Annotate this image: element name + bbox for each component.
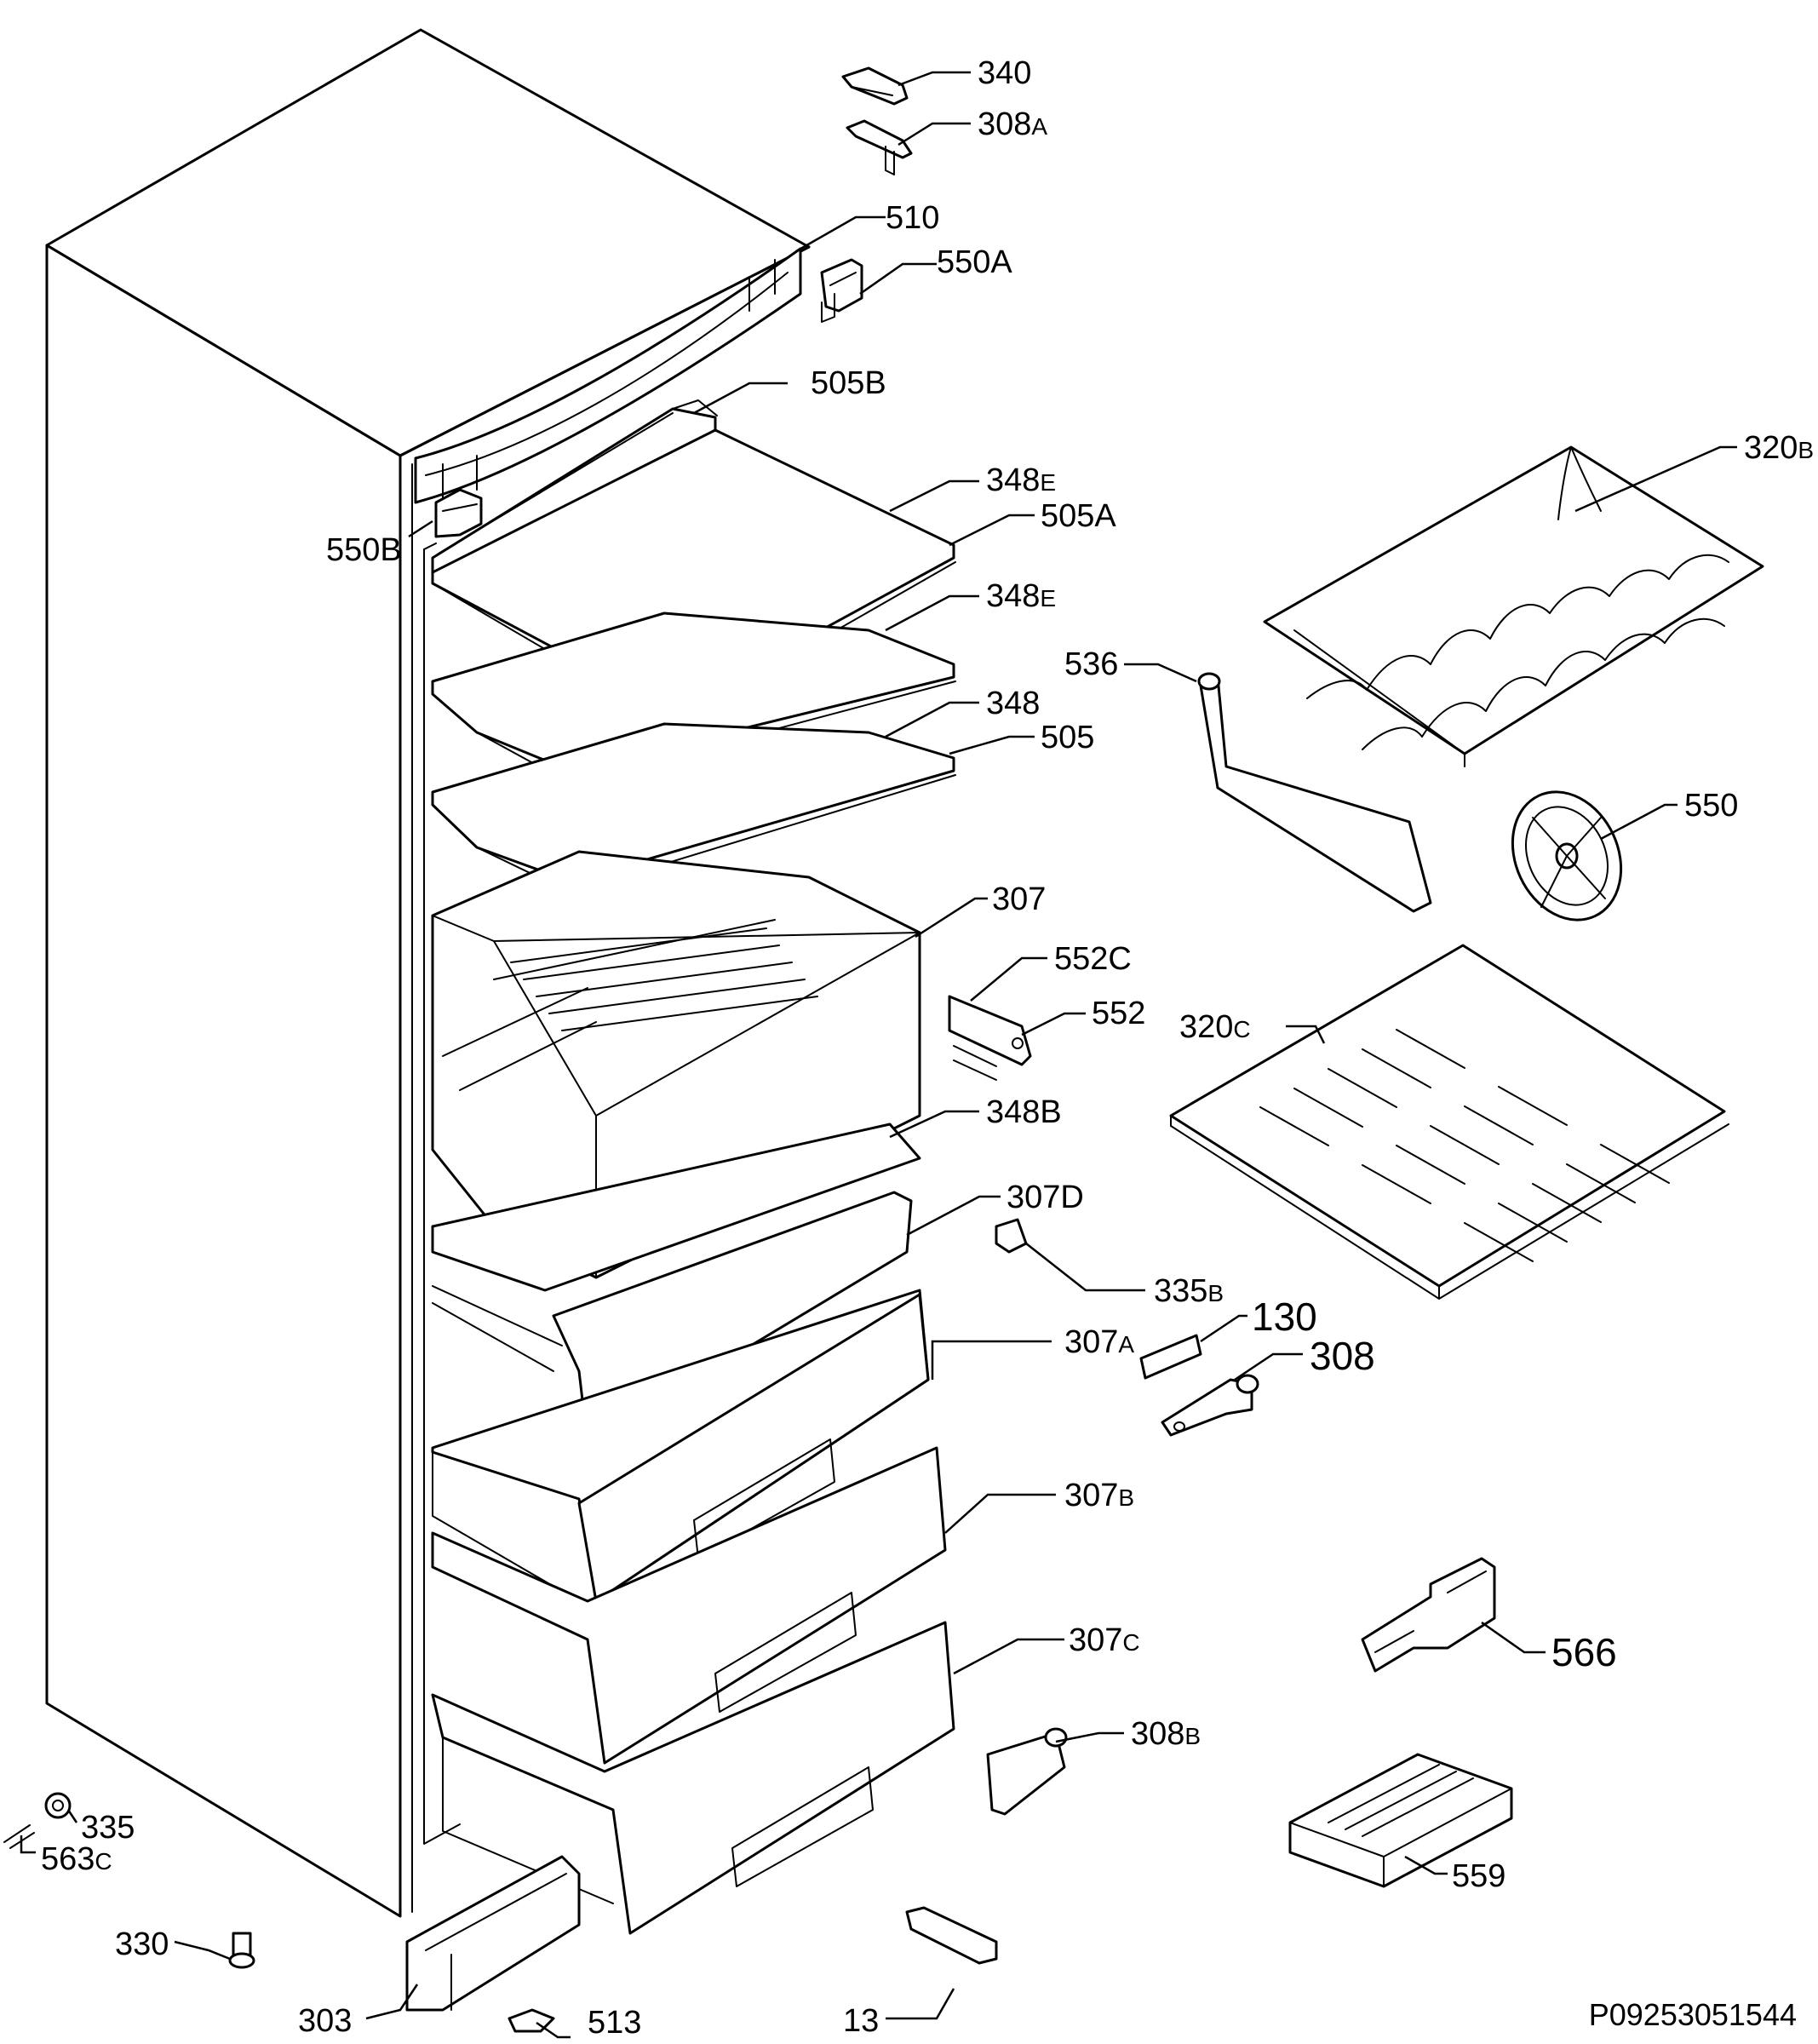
part-340-hinge-cover: [841, 66, 909, 106]
label-348E-mid: 348E: [986, 578, 1056, 614]
label-130: 130: [1252, 1295, 1317, 1339]
label-550: 550: [1684, 788, 1738, 824]
label-563C: 563C: [41, 1841, 112, 1877]
part-510-handle: [414, 247, 802, 504]
label-307A: 307A: [1064, 1324, 1134, 1360]
leader-lines: [20, 71, 1737, 2039]
label-320C: 320C: [1179, 1009, 1251, 1045]
label-552: 552: [1092, 996, 1145, 1031]
part-308A-top-hinge: [846, 119, 913, 175]
cabinet-body: [45, 28, 811, 1918]
label-307D: 307D: [1006, 1180, 1084, 1215]
part-559-ice-tray: [1288, 1753, 1513, 1888]
part-320B-bottle-rack: [1263, 445, 1764, 767]
part-348-505-glass-shelf: [431, 722, 956, 893]
part-labels: 340 308A 510 550A 505B 348E 550B 505A 34…: [41, 55, 1814, 2041]
label-308: 308: [1310, 1334, 1375, 1378]
label-335B: 335B: [1154, 1273, 1224, 1309]
part-563C-pin: [3, 1824, 35, 1849]
label-13: 13: [843, 2003, 879, 2039]
label-303: 303: [298, 2003, 352, 2039]
label-330: 330: [115, 1926, 169, 1962]
part-348B-glass-cover: [431, 1122, 921, 1292]
label-510: 510: [886, 200, 939, 236]
label-505: 505: [1041, 720, 1094, 755]
part-320C-tray: [1169, 944, 1729, 1300]
part-13-bracket: [905, 1906, 998, 1965]
label-552C: 552C: [1054, 941, 1132, 977]
label-513: 513: [588, 2005, 641, 2041]
label-348: 348: [986, 686, 1040, 721]
label-335: 335: [81, 1810, 135, 1846]
tray-slots: [1259, 1029, 1670, 1262]
part-536-divider: [1197, 672, 1432, 913]
label-308A: 308A: [978, 106, 1047, 142]
part-550A-hinge-cover: [820, 258, 863, 323]
label-348E-top: 348E: [986, 462, 1056, 498]
part-552-rail: [948, 995, 1032, 1081]
label-505B: 505B: [811, 365, 886, 401]
drawing-code: P09253051544: [1589, 1997, 1797, 2032]
part-308-hinge: [1161, 1374, 1259, 1437]
part-303-plinth: [405, 1855, 581, 2012]
part-330-foot: [228, 1932, 255, 1969]
label-505A: 505A: [1041, 498, 1116, 534]
part-566-ice-scraper: [1361, 1557, 1496, 1673]
label-340: 340: [978, 55, 1031, 91]
label-559: 559: [1452, 1858, 1505, 1894]
label-307: 307: [992, 881, 1046, 917]
label-566: 566: [1551, 1630, 1617, 1674]
label-308B: 308B: [1131, 1716, 1201, 1752]
label-307C: 307C: [1069, 1622, 1140, 1658]
part-335-cap: [44, 1792, 72, 1819]
part-513-clip: [508, 2008, 555, 2033]
part-308B-hinge: [986, 1727, 1068, 1816]
label-536: 536: [1064, 646, 1118, 682]
label-307B: 307B: [1064, 1478, 1134, 1513]
part-550-wheel: [1511, 790, 1623, 922]
label-550A: 550A: [937, 244, 1012, 280]
label-550B: 550B: [326, 532, 402, 568]
part-307B-freezer-drawer: [431, 1446, 947, 1765]
label-320B: 320B: [1744, 430, 1814, 466]
part-550B-hinge-cover: [434, 488, 483, 538]
label-348B: 348B: [986, 1094, 1062, 1130]
part-335B-stop: [995, 1218, 1028, 1254]
part-130-bracket-plate: [1139, 1334, 1202, 1380]
